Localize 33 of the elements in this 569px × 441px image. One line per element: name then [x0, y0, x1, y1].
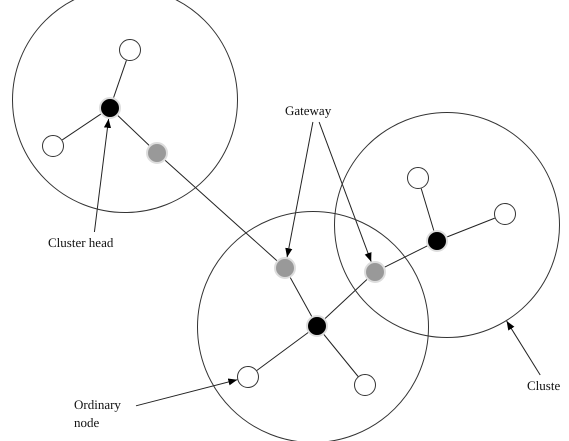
arrow [285, 122, 314, 258]
node-circle [119, 39, 141, 61]
connector-line [384, 245, 428, 268]
callout-label: Gateway [285, 102, 345, 120]
connector-line [117, 115, 150, 146]
connector-line [323, 334, 359, 377]
connector-line [324, 279, 368, 319]
connector-line [290, 277, 312, 317]
node-circle [99, 97, 121, 119]
cluster-circle [12, 0, 238, 213]
node-circle [354, 374, 376, 396]
arrow [136, 378, 238, 406]
connector-line [113, 60, 127, 98]
node-circle [494, 203, 516, 225]
node-circle [306, 315, 328, 337]
node-circle [274, 257, 296, 279]
arrow [318, 122, 372, 262]
node-circle [426, 230, 448, 252]
node-circle [407, 167, 429, 189]
arrow [94, 118, 112, 232]
arrow [506, 320, 541, 376]
node-circle [364, 261, 386, 283]
connector-line [420, 188, 434, 231]
connector-line [62, 114, 102, 140]
node-circle [146, 142, 168, 164]
connector-line [256, 332, 309, 371]
callout-label: Cluste [527, 377, 567, 395]
node-circle [237, 366, 259, 388]
callout-label: Cluster head [48, 234, 138, 252]
connector-line [446, 218, 496, 238]
connector-line [164, 160, 278, 262]
callout-label: Ordinary node [74, 396, 134, 432]
node-circle [42, 135, 64, 157]
